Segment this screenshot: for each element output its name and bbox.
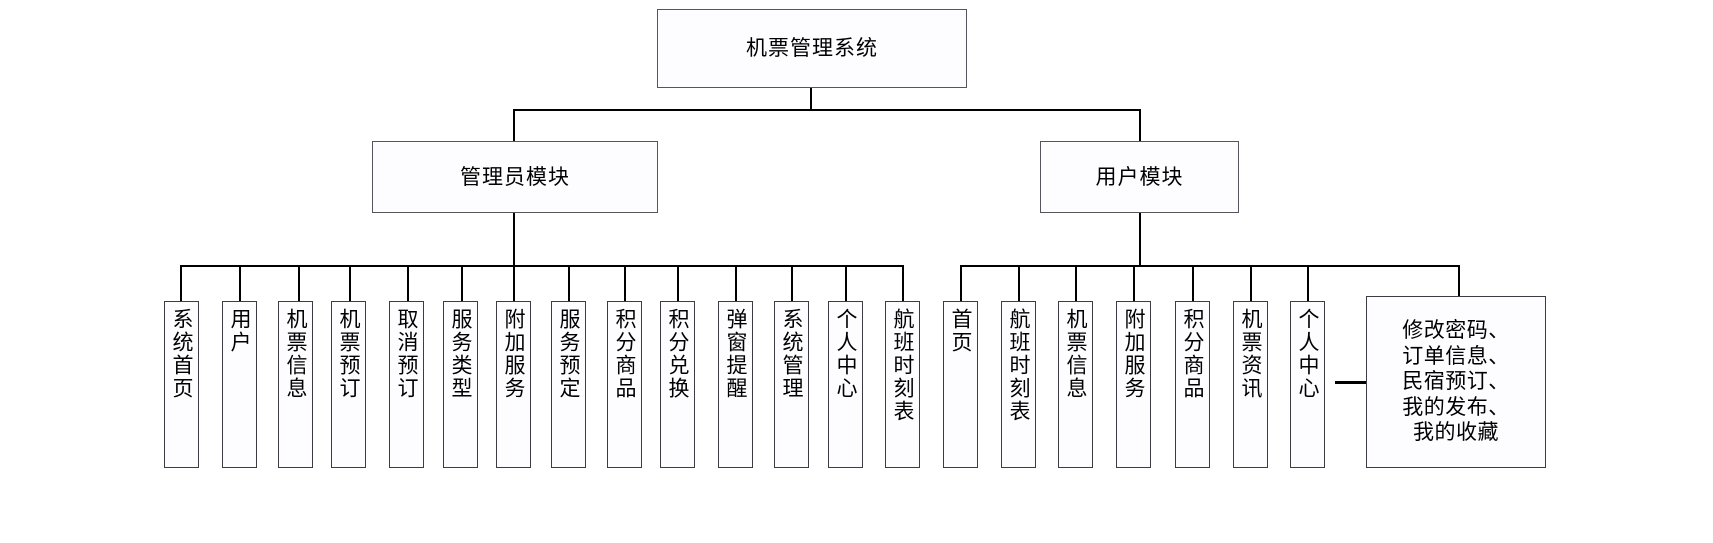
connector-user-drop-7 [1458,265,1461,296]
detail-line-1: 订单信息、 [1402,343,1510,368]
node-user-module-label: 用户模块 [1095,164,1184,189]
connector-admin-drop-8 [624,265,627,301]
connector-root-down [810,88,813,111]
node-admin-leaf-13-label: 航班时刻表 [891,308,915,423]
node-root-label: 机票管理系统 [746,36,878,61]
connector-to-admin-module [513,109,516,141]
node-admin-leaf-8[interactable]: 积分商品 [607,301,642,468]
connector-admin-drop-11 [791,265,794,301]
node-admin-leaf-11-label: 系统管理 [780,308,804,400]
detail-line-0: 修改密码、 [1402,317,1510,342]
connector-admin-drop-1 [239,265,242,301]
node-admin-leaf-4-label: 取消预订 [395,308,419,400]
node-personal-center-detail[interactable]: 修改密码、 订单信息、 民宿预订、 我的发布、 我的收藏 [1366,296,1546,468]
node-user-module[interactable]: 用户模块 [1040,141,1239,213]
node-admin-module[interactable]: 管理员模块 [372,141,658,213]
node-admin-leaf-3[interactable]: 机票预订 [331,301,366,468]
node-admin-leaf-6[interactable]: 附加服务 [496,301,531,468]
node-admin-leaf-1[interactable]: 用户 [222,301,257,468]
node-admin-leaf-5[interactable]: 服务类型 [443,301,478,468]
node-user-leaf-3-label: 附加服务 [1122,308,1146,400]
node-admin-leaf-1-label: 用户 [228,308,252,354]
connector-arrow-shaft [1335,381,1371,384]
node-admin-leaf-4[interactable]: 取消预订 [389,301,424,468]
node-user-leaf-1-label: 航班时刻表 [1007,308,1031,423]
node-user-leaf-1[interactable]: 航班时刻表 [1001,301,1036,468]
node-admin-leaf-2[interactable]: 机票信息 [278,301,313,468]
node-user-leaf-3[interactable]: 附加服务 [1116,301,1151,468]
node-user-leaf-6-label: 个人中心 [1296,308,1320,400]
node-user-leaf-2[interactable]: 机票信息 [1058,301,1093,468]
node-admin-leaf-10[interactable]: 弹窗提醒 [718,301,753,468]
node-user-leaf-0-label: 首页 [949,308,973,354]
node-admin-leaf-3-label: 机票预订 [337,308,361,400]
node-user-leaf-0[interactable]: 首页 [943,301,978,468]
connector-admin-leaf-bus [180,265,904,268]
connector-user-drop-0 [960,265,963,301]
node-admin-leaf-9[interactable]: 积分兑换 [660,301,695,468]
detail-line-3: 我的发布、 [1402,394,1510,419]
node-admin-leaf-0-label: 系统首页 [170,308,194,400]
connector-user-drop-4 [1192,265,1195,301]
node-user-leaf-6[interactable]: 个人中心 [1290,301,1325,468]
node-admin-leaf-6-label: 附加服务 [502,308,526,400]
connector-user-drop-3 [1133,265,1136,301]
connector-user-down [1139,213,1142,267]
connector-admin-down [513,213,516,267]
detail-line-2: 民宿预订、 [1402,369,1510,394]
node-user-leaf-2-label: 机票信息 [1064,308,1088,400]
connector-user-drop-1 [1018,265,1021,301]
node-admin-leaf-7-label: 服务预定 [557,308,581,400]
node-admin-leaf-9-label: 积分兑换 [666,308,690,400]
node-admin-leaf-5-label: 服务类型 [449,308,473,400]
node-admin-module-label: 管理员模块 [460,164,570,189]
connector-user-drop-5 [1250,265,1253,301]
node-admin-leaf-12-label: 个人中心 [834,308,858,400]
connector-level2-bus [513,109,1141,112]
connector-admin-drop-2 [298,265,301,301]
connector-admin-drop-10 [735,265,738,301]
node-admin-leaf-8-label: 积分商品 [613,308,637,400]
connector-admin-drop-6 [513,265,516,301]
node-admin-leaf-0[interactable]: 系统首页 [164,301,199,468]
node-user-leaf-4-label: 积分商品 [1181,308,1205,400]
node-admin-leaf-2-label: 机票信息 [284,308,308,400]
connector-admin-drop-12 [845,265,848,301]
node-root[interactable]: 机票管理系统 [657,9,967,88]
connector-admin-drop-13 [902,265,905,301]
connector-admin-drop-0 [180,265,183,301]
node-user-leaf-5-label: 机票资讯 [1239,308,1263,400]
connector-admin-drop-9 [677,265,680,301]
node-admin-leaf-13[interactable]: 航班时刻表 [885,301,920,468]
node-admin-leaf-7[interactable]: 服务预定 [551,301,586,468]
node-user-leaf-4[interactable]: 积分商品 [1175,301,1210,468]
connector-user-drop-2 [1075,265,1078,301]
connector-user-drop-6 [1307,265,1310,301]
connector-to-user-module [1139,109,1142,141]
node-admin-leaf-11[interactable]: 系统管理 [774,301,809,468]
connector-admin-drop-5 [461,265,464,301]
connector-admin-drop-4 [407,265,410,301]
connector-user-leaf-bus [960,265,1460,268]
detail-line-4: 我的收藏 [1413,420,1499,445]
connector-admin-drop-7 [568,265,571,301]
connector-admin-drop-3 [349,265,352,301]
node-user-leaf-5[interactable]: 机票资讯 [1233,301,1268,468]
node-admin-leaf-10-label: 弹窗提醒 [724,308,748,400]
node-admin-leaf-12[interactable]: 个人中心 [828,301,863,468]
